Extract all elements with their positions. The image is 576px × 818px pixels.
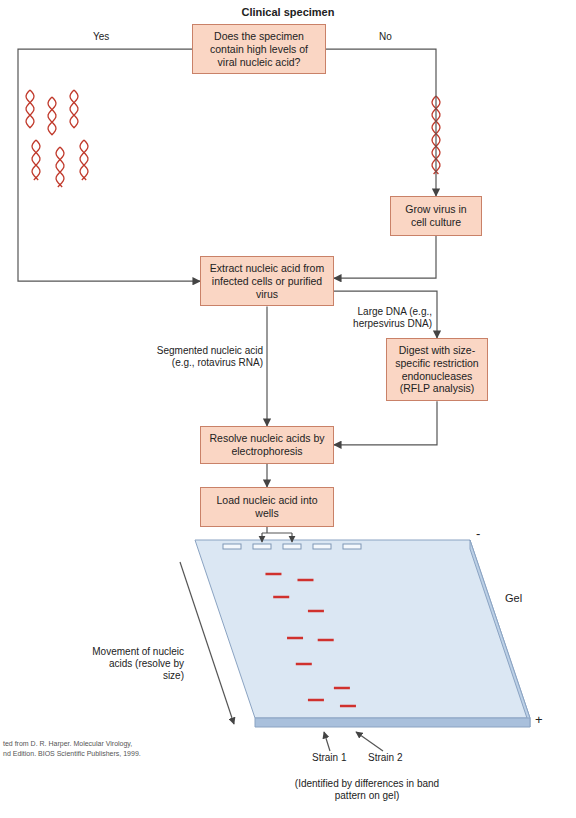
- gel-band: [296, 663, 312, 666]
- gel-band: [308, 699, 324, 702]
- helix-strand: [48, 97, 56, 135]
- load-bracket: [262, 527, 292, 533]
- edge-label: No: [378, 31, 410, 43]
- helix-strand: [70, 90, 78, 128]
- gel-well: [283, 544, 301, 549]
- helix-strand: [56, 147, 64, 187]
- process-box: Extract nucleic acid from infected cells…: [200, 256, 334, 306]
- helix-strand: [32, 140, 40, 180]
- flow-arrow: [18, 49, 200, 281]
- nucleic-acid-strands: [26, 90, 440, 187]
- pole-sign: -: [476, 526, 488, 542]
- helix-strand: [80, 140, 88, 180]
- process-box: Grow virus in cell culture: [390, 196, 482, 236]
- gel-well: [223, 544, 241, 549]
- box-text: Grow virus in cell culture: [397, 203, 475, 229]
- load-arrows: [180, 527, 383, 751]
- flow-arrow: [326, 49, 436, 196]
- gel-top: [195, 540, 530, 718]
- flow-arrow: [266, 464, 267, 487]
- gel-side: [470, 540, 530, 727]
- strain-pointer: [356, 732, 383, 751]
- helix-strand: [48, 97, 56, 135]
- gel-well: [313, 544, 331, 549]
- process-box: Load nucleic acid into wells: [200, 487, 334, 527]
- flow-arrow: [334, 236, 436, 278]
- gel-front: [255, 718, 530, 727]
- gel-wells: [223, 544, 361, 549]
- gel-band: [273, 596, 289, 599]
- box-text: Extract nucleic acid from infected cells…: [207, 262, 327, 300]
- movement-arrow: [180, 562, 234, 724]
- edge-label: Yes: [92, 31, 124, 43]
- gel-band: [334, 687, 350, 690]
- source-credit: nd Edition. BIOS Scientific Publishers, …: [3, 750, 203, 758]
- helix-strand: [32, 140, 40, 180]
- box-text: Digest with size-specific restriction en…: [393, 344, 481, 395]
- box-text: Does the specimen contain high levels of…: [199, 30, 319, 68]
- box-text: Resolve nucleic acids by electrophoresis: [207, 432, 327, 458]
- load-arrow: [291, 533, 292, 542]
- gel-bands: [265, 574, 355, 706]
- process-box: Does the specimen contain high levels of…: [192, 24, 326, 74]
- process-box: Resolve nucleic acids by electrophoresis: [200, 426, 334, 464]
- gel-band: [318, 639, 334, 642]
- process-box: Digest with size-specific restriction en…: [386, 338, 488, 401]
- helix-strand: [80, 140, 88, 180]
- gel-well: [343, 544, 361, 549]
- helix-strand: [26, 90, 34, 128]
- pole-sign: +: [535, 712, 549, 728]
- edge-label: Large DNA (e.g., herpesvirus DNA): [316, 306, 433, 330]
- gel-band: [297, 579, 313, 582]
- helix-strand: [56, 147, 64, 187]
- gel-band: [340, 705, 356, 708]
- annotation: Strain 2: [368, 752, 412, 764]
- box-text: Load nucleic acid into wells: [207, 494, 327, 520]
- strain-pointer: [324, 732, 330, 751]
- source-credit: ted from D. R. Harper. Molecular Virolog…: [3, 740, 203, 748]
- annotation: Strain 1: [312, 752, 356, 764]
- helix-strand: [26, 90, 34, 128]
- gel-band: [265, 573, 281, 576]
- annotation: Movement of nucleic acids (resolve by si…: [92, 646, 184, 682]
- load-arrow: [261, 533, 262, 542]
- title: Clinical specimen: [188, 6, 388, 18]
- gel-well: [253, 544, 271, 549]
- flow-arrow: [266, 306, 267, 426]
- gel-band: [287, 637, 303, 640]
- edge-label: Segmented nucleic acid (e.g., rotavirus …: [148, 345, 264, 369]
- annotation: Gel: [505, 592, 535, 605]
- helix-strand: [70, 90, 78, 128]
- flow-arrow: [334, 401, 437, 445]
- annotation: (Identified by differences in band patte…: [292, 778, 442, 802]
- gel-band: [308, 610, 324, 613]
